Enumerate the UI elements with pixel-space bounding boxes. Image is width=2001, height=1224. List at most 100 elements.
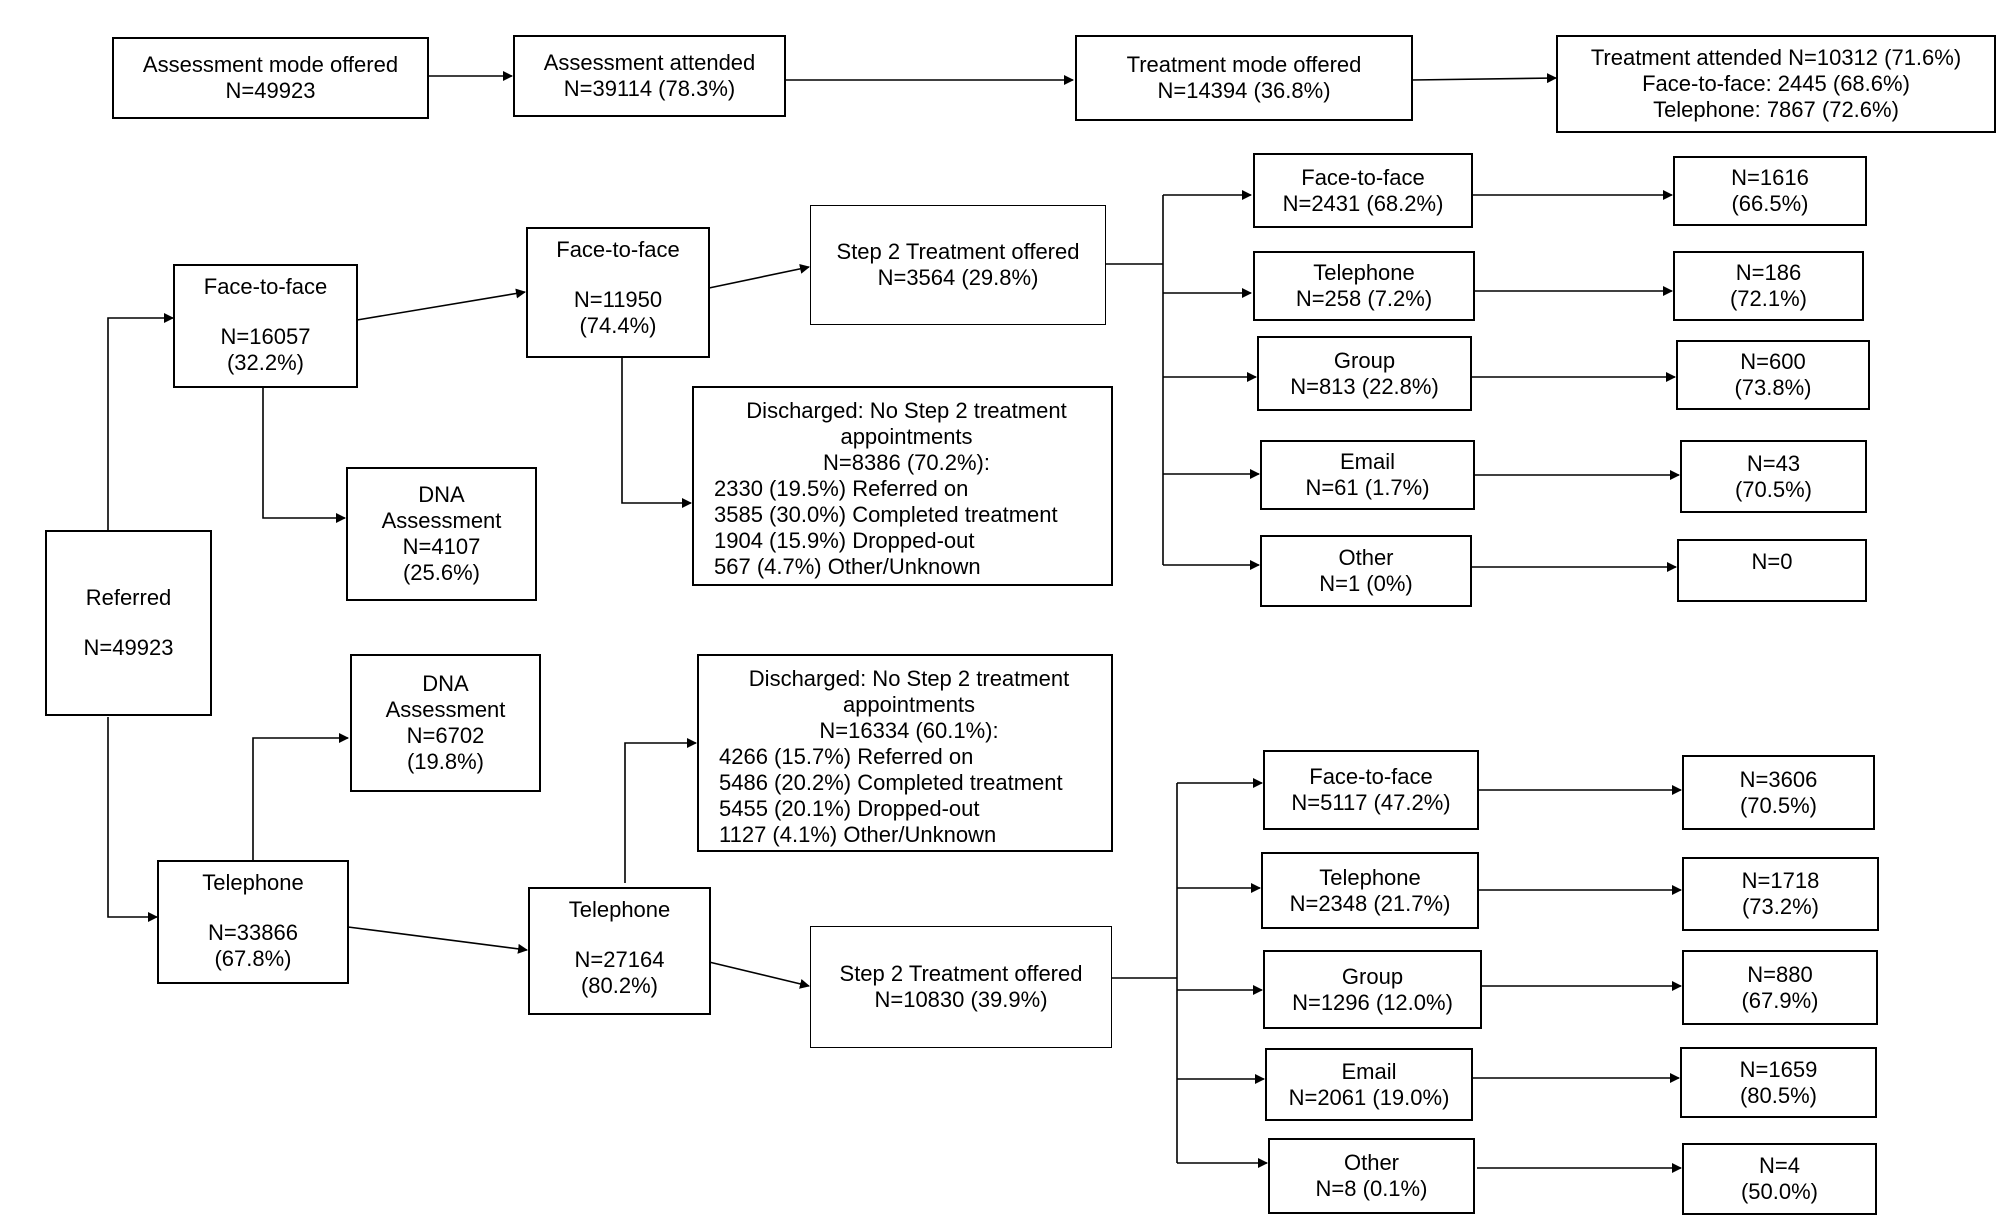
box-label: Step 2 Treatment offered <box>839 961 1083 986</box>
outcome-percent: (80.5%) <box>1739 1082 1818 1108</box>
box-count: N=11950 <box>573 287 663 312</box>
f2f-outcome-telephone-box: N=186 (72.1%) <box>1673 251 1864 321</box>
discharged-item: 3585 (30.0%) Completed treatment <box>714 502 1058 527</box>
mode-count: N=2431 (68.2%) <box>1282 190 1444 216</box>
assessment-attended-box: Assessment attended N=39114 (78.3%) <box>513 35 786 117</box>
mode-count: N=1296 (12.0%) <box>1292 989 1453 1015</box>
box-count: N=6702 <box>406 723 485 748</box>
box-count: N=10830 (39.9%) <box>874 987 1048 1012</box>
tel-mode-other-box: Other N=8 (0.1%) <box>1268 1138 1475 1214</box>
mode-count: N=258 (7.2%) <box>1295 286 1433 311</box>
tel-outcome-face-to-face-box: N=3606 (70.5%) <box>1682 755 1875 830</box>
tel-attended-box: Telephone N=27164 (80.2%) <box>528 887 711 1015</box>
mode-label: Other <box>1343 1150 1400 1175</box>
tel-mode-face-to-face-box: Face-to-face N=5117 (47.2%) <box>1263 750 1479 830</box>
tel-mode-telephone-box: Telephone N=2348 (21.7%) <box>1261 852 1479 929</box>
box-percent: (67.8%) <box>214 946 292 971</box>
f2f-step2-offered-box: Step 2 Treatment offered N=3564 (29.8%) <box>810 205 1106 325</box>
discharged-item: 2330 (19.5%) Referred on <box>714 476 969 501</box>
mode-label: Face-to-face <box>1301 164 1425 190</box>
f2f-mode-face-to-face-box: Face-to-face N=2431 (68.2%) <box>1253 153 1473 228</box>
treatment-attended-box: Treatment attended N=10312 (71.6%) Face-… <box>1556 35 1996 133</box>
arrow-treat-offered-to-attended <box>1411 73 1557 84</box>
box-count: N=4107 <box>402 534 481 559</box>
referred-box: Referred N=49923 <box>45 530 212 716</box>
tel-step2-offered-box: Step 2 Treatment offered N=10830 (39.9%) <box>810 926 1112 1048</box>
outcome-percent: (72.1%) <box>1729 286 1808 311</box>
box-count: N=33866 <box>208 920 298 945</box>
arrow-tel-to-dna <box>252 733 349 860</box>
mode-label: Telephone <box>1319 864 1421 890</box>
mode-count: N=61 (1.7%) <box>1305 475 1430 500</box>
treatment-mode-offered-box: Treatment mode offered N=14394 (36.8%) <box>1075 35 1413 121</box>
box-count: N=49923 <box>225 78 316 103</box>
f2f-mode-group-box: Group N=813 (22.8%) <box>1257 336 1472 411</box>
box-label: Telephone <box>568 897 671 922</box>
outcome-count: N=1659 <box>1739 1056 1818 1082</box>
arrow-f2f-to-attended <box>356 288 526 321</box>
tel-outcome-email-box: N=1659 (80.5%) <box>1680 1047 1877 1118</box>
discharged-title: Discharged: No Step 2 treatment <box>748 666 1070 691</box>
box-face-to-face: Face-to-face: 2445 (68.6%) <box>1642 71 1910 96</box>
tel-outcome-telephone-box: N=1718 (73.2%) <box>1682 857 1879 931</box>
outcome-count: N=43 <box>1746 450 1801 476</box>
box-label: Face-to-face <box>556 237 680 262</box>
box-label-2: Assessment <box>381 508 502 533</box>
box-label: Treatment mode offered <box>1126 52 1362 77</box>
mode-label: Email <box>1341 1058 1397 1084</box>
mode-label: Email <box>1339 449 1395 474</box>
box-label-2: Assessment <box>385 697 506 722</box>
tel-offered-box: Telephone N=33866 (67.8%) <box>157 860 349 984</box>
outcome-percent: (70.5%) <box>1734 476 1813 502</box>
outcome-count: N=1718 <box>1741 868 1820 893</box>
f2f-mode-other-box: Other N=1 (0%) <box>1260 535 1472 607</box>
mode-label: Group <box>1341 963 1404 989</box>
outcome-percent: (50.0%) <box>1740 1179 1819 1204</box>
box-percent: (74.4%) <box>579 313 657 338</box>
box-label: DNA <box>418 482 465 507</box>
outcome-percent: (70.5%) <box>1739 792 1818 818</box>
box-label: Step 2 Treatment offered <box>836 239 1080 264</box>
box-label: Telephone <box>202 870 304 895</box>
outcome-count: N=0 <box>1751 549 1793 574</box>
discharged-item: 1904 (15.9%) Dropped-out <box>714 528 975 553</box>
outcome-percent: (67.9%) <box>1741 987 1819 1013</box>
discharged-item: 567 (4.7%) Other/Unknown <box>714 554 981 579</box>
f2f-mode-email-box: Email N=61 (1.7%) <box>1260 440 1475 510</box>
outcome-percent: (73.8%) <box>1734 375 1812 400</box>
tel-dna-box: DNA Assessment N=6702 (19.8%) <box>350 654 541 792</box>
mode-label: Face-to-face <box>1309 764 1433 789</box>
f2f-mode-telephone-box: Telephone N=258 (7.2%) <box>1253 251 1475 321</box>
box-percent: (25.6%) <box>402 560 481 585</box>
f2f-outcome-other-box: N=0 <box>1677 539 1867 602</box>
discharged-item: 5486 (20.2%) Completed treatment <box>719 770 1063 795</box>
tel-mode-group-box: Group N=1296 (12.0%) <box>1263 950 1482 1029</box>
mode-label: Telephone <box>1313 260 1415 285</box>
discharged-item: 1127 (4.1%) Other/Unknown <box>719 822 997 847</box>
box-count: N=14394 (36.8%) <box>1157 78 1331 103</box>
assessment-mode-offered-box: Assessment mode offered N=49923 <box>112 37 429 119</box>
arrow-tel-attended-to-step2 <box>708 961 810 989</box>
mode-count: N=8 (0.1%) <box>1315 1176 1428 1201</box>
tel-outcome-other-box: N=4 (50.0%) <box>1682 1143 1877 1215</box>
box-count: N=27164 <box>574 947 665 972</box>
f2f-discharged-box: Discharged: No Step 2 treatment appointm… <box>692 386 1113 586</box>
discharged-title-2: appointments <box>840 424 973 449</box>
discharged-count: N=16334 (60.1%): <box>819 718 999 743</box>
f2f-attended-box: Face-to-face N=11950 (74.4%) <box>526 227 710 358</box>
box-count: N=49923 <box>83 635 174 660</box>
mode-label: Group <box>1333 347 1396 373</box>
arrow-tel-attended-to-discharged <box>624 738 697 883</box>
f2f-outcome-email-box: N=43 (70.5%) <box>1680 440 1867 513</box>
outcome-percent: (73.2%) <box>1741 894 1820 919</box>
mode-label: Other <box>1338 545 1394 570</box>
box-percent: (32.2%) <box>226 350 305 375</box>
box-count: N=16057 <box>220 324 311 349</box>
box-percent: (19.8%) <box>406 749 485 774</box>
f2f-outcome-face-to-face-box: N=1616 (66.5%) <box>1673 156 1867 226</box>
outcome-count: N=3606 <box>1739 766 1818 792</box>
discharged-item: 4266 (15.7%) Referred on <box>719 744 974 769</box>
tel-outcome-group-box: N=880 (67.9%) <box>1682 950 1878 1025</box>
arrow-referred-to-f2f <box>107 313 174 530</box>
outcome-percent: (66.5%) <box>1731 191 1809 216</box>
